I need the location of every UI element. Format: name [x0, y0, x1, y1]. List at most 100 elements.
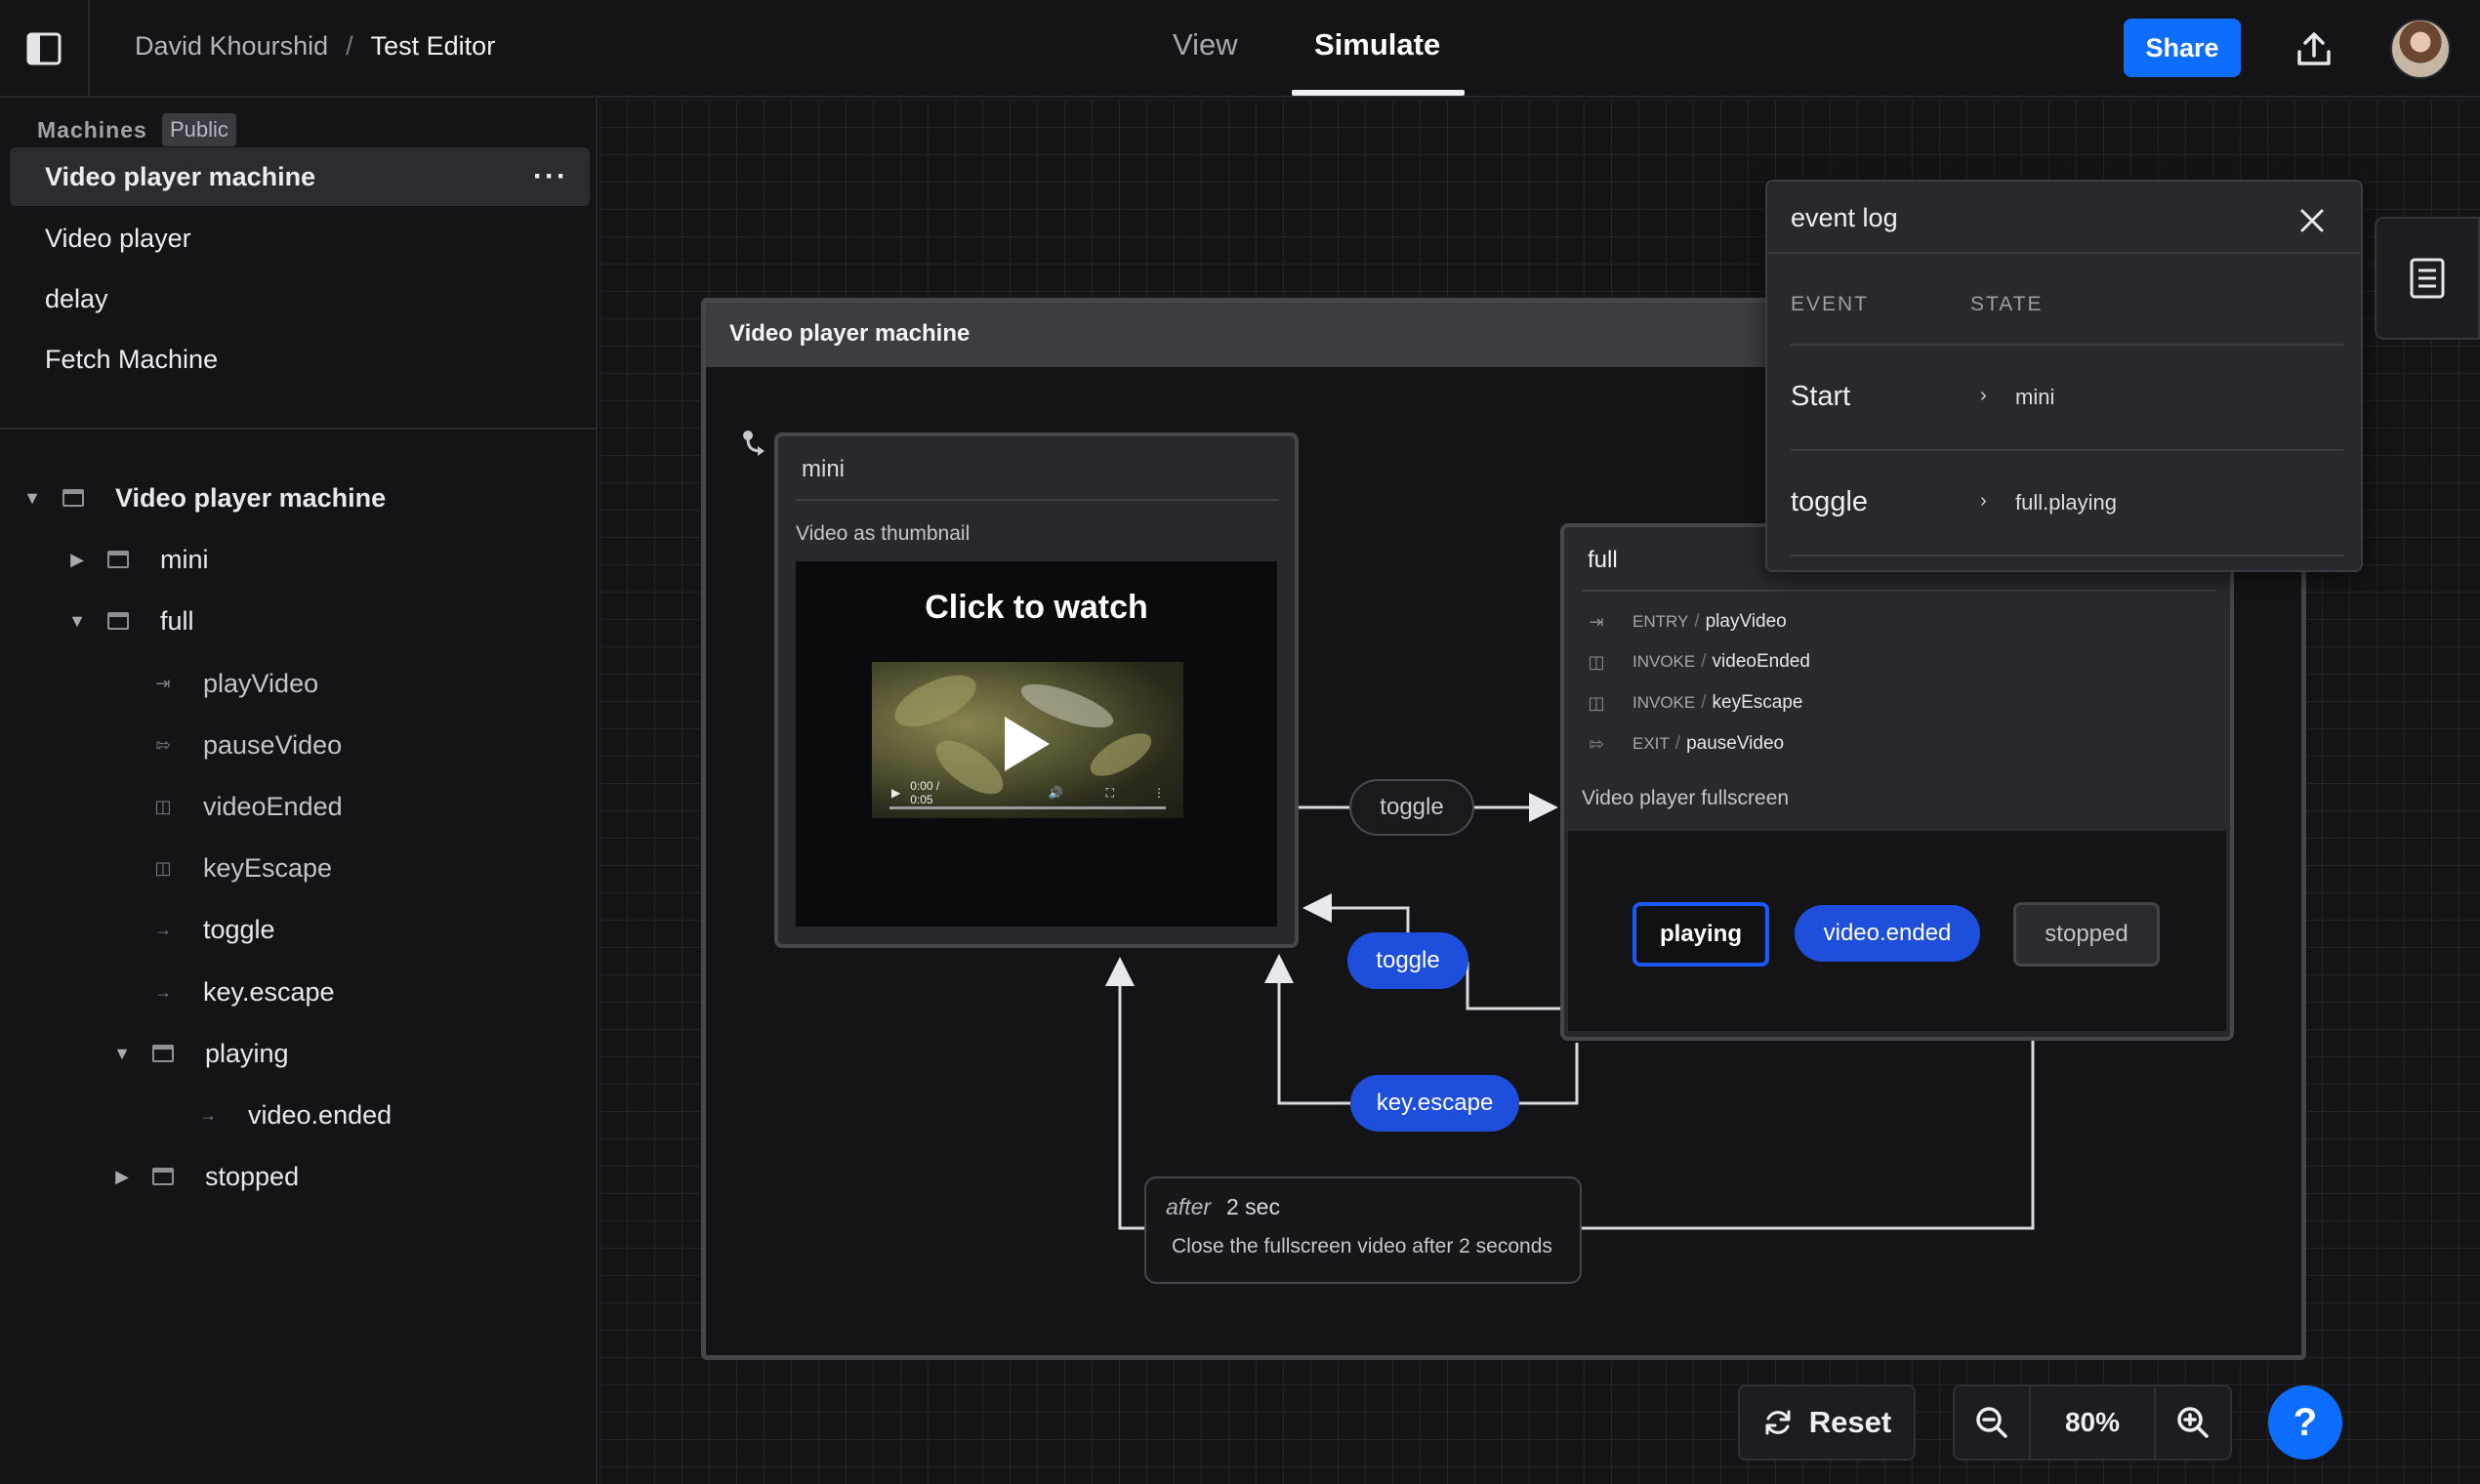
play-icon[interactable]	[1005, 717, 1050, 771]
chevron-down-icon[interactable]: ▼	[23, 487, 41, 508]
breadcrumb: David Khourshid / Test Editor	[135, 31, 495, 62]
card-divider	[1582, 590, 2216, 592]
top-bar: David Khourshid / Test Editor View Simul…	[0, 0, 2480, 98]
card-divider	[796, 499, 1279, 501]
invoke-icon: ◫	[1588, 693, 1605, 713]
tree-item-label: playing	[205, 1038, 289, 1068]
refresh-icon	[1765, 1410, 1791, 1435]
arrow-right-icon: →	[199, 1104, 217, 1125]
tree-item-label: videoEnded	[203, 791, 343, 821]
tree-item-root[interactable]: ▼ Video player machine	[23, 478, 386, 517]
tab-view[interactable]: View	[1173, 27, 1238, 62]
tree-item-playing[interactable]: ▼ playing	[113, 1034, 289, 1073]
state-mini[interactable]: mini Video as thumbnail Click to watch ▶…	[774, 433, 1299, 948]
video-preview: Click to watch ▶ 0:00 / 0:05 🔊 ⛶ ⋮	[796, 561, 1277, 927]
panel-divider	[1767, 252, 2361, 254]
tree-item-keyescape[interactable]: ◫ keyEscape	[154, 848, 332, 887]
action-separator: /	[1701, 651, 1707, 672]
share-button[interactable]: Share	[2124, 19, 2241, 77]
tree-item-full[interactable]: ▼ full	[68, 601, 193, 640]
chevron-right-icon[interactable]: ▶	[115, 1166, 129, 1186]
export-button[interactable]	[2291, 26, 2337, 73]
more-options-icon[interactable]: ···	[533, 160, 568, 192]
initial-state-icon	[743, 431, 765, 456]
action-entry: ⇥ ENTRY / playVideo	[1586, 607, 1787, 637]
machine-item-fetch-machine[interactable]: Fetch Machine	[10, 330, 590, 389]
tree-item-toggle[interactable]: → toggle	[154, 910, 275, 949]
tree-item-playvideo[interactable]: ⇥ playVideo	[154, 664, 318, 703]
machines-heading: Machines	[37, 117, 147, 143]
video-player[interactable]: ▶ 0:00 / 0:05 🔊 ⛶ ⋮	[872, 662, 1183, 818]
upload-icon	[2297, 32, 2331, 65]
state-stopped[interactable]: stopped	[2013, 902, 2160, 967]
zoom-out-button[interactable]	[1955, 1386, 2029, 1459]
breadcrumb-user[interactable]: David Khourshid	[135, 31, 329, 61]
tree-item-video-ended[interactable]: → video.ended	[199, 1095, 392, 1134]
row-divider	[1791, 555, 2343, 556]
sidebar-toggle-icon	[26, 32, 62, 65]
tree-item-label: mini	[160, 544, 209, 574]
tree-item-label: keyEscape	[203, 852, 333, 883]
sidebar: Machines Public Video player machine ···…	[0, 98, 598, 1484]
state-icon	[107, 612, 129, 630]
action-kind: EXIT	[1633, 734, 1670, 753]
delayed-transition[interactable]: after 2 sec Close the fullscreen video a…	[1144, 1176, 1582, 1284]
reset-button[interactable]: Reset	[1738, 1384, 1916, 1461]
chevron-right-icon[interactable]: ▶	[70, 549, 84, 569]
zoom-in-icon	[2177, 1407, 2209, 1438]
video-controls[interactable]: ▶ 0:00 / 0:05 🔊 ⛶ ⋮	[891, 779, 1165, 806]
state-title: mini	[802, 456, 846, 482]
action-name: playVideo	[1705, 611, 1787, 632]
log-event[interactable]: toggle	[1791, 486, 1869, 517]
log-event[interactable]: Start	[1791, 381, 1851, 412]
close-button[interactable]	[2293, 201, 2332, 240]
zoom-level[interactable]: 80%	[2029, 1386, 2156, 1459]
play-small-icon[interactable]: ▶	[891, 786, 901, 800]
tab-simulate[interactable]: Simulate	[1314, 27, 1441, 62]
tree-item-pausevideo[interactable]: ⇰ pauseVideo	[154, 725, 342, 764]
event-key-escape-button[interactable]: key.escape	[1350, 1075, 1519, 1132]
tree-item-label: video.ended	[248, 1099, 393, 1130]
machine-item-label: Video player machine	[45, 162, 316, 191]
tree-item-videoended[interactable]: ◫ videoEnded	[154, 787, 343, 826]
video-time: 0:00 / 0:05	[910, 779, 940, 806]
tree-item-stopped[interactable]: ▶ stopped	[113, 1157, 299, 1196]
log-state: full.playing	[2015, 490, 2117, 515]
chevron-down-icon[interactable]: ▼	[68, 610, 86, 631]
video-title: Click to watch	[925, 589, 1148, 626]
more-vertical-icon[interactable]: ⋮	[1153, 786, 1165, 800]
zoom-in-button[interactable]	[2156, 1386, 2230, 1459]
event-toggle-button[interactable]: toggle	[1347, 932, 1468, 989]
chevron-down-icon[interactable]: ▼	[113, 1043, 131, 1063]
action-name: keyEscape	[1712, 692, 1803, 713]
sidebar-divider	[0, 428, 598, 430]
machine-item-label: delay	[45, 284, 108, 313]
action-invoke: ◫ INVOKE / videoEnded	[1586, 647, 1809, 677]
tree-item-key-escape[interactable]: → key.escape	[154, 972, 335, 1011]
event-video-ended-button[interactable]: video.ended	[1795, 905, 1980, 962]
after-keyword: after	[1166, 1194, 1212, 1219]
help-button[interactable]: ?	[2268, 1385, 2342, 1460]
zoom-controls: 80%	[1953, 1384, 2232, 1461]
machine-item-video-player[interactable]: Video player	[10, 209, 590, 268]
arrow-right-icon: →	[154, 981, 172, 1002]
column-state: STATE	[1970, 293, 2044, 315]
breadcrumb-project[interactable]: Test Editor	[370, 31, 496, 61]
machine-item-delay[interactable]: delay	[10, 269, 590, 328]
fullscreen-icon[interactable]: ⛶	[1105, 785, 1114, 800]
sidebar-toggle-button[interactable]	[0, 0, 90, 98]
event-log-title: event log	[1791, 203, 1898, 232]
chevron-right-icon: ›	[1980, 385, 1987, 406]
after-delay-value: 2 sec	[1226, 1194, 1280, 1219]
event-toggle-inactive[interactable]: toggle	[1349, 779, 1474, 836]
toggle-panel-button[interactable]	[2375, 217, 2480, 340]
volume-icon[interactable]: 🔊	[1048, 786, 1063, 800]
tree-item-mini[interactable]: ▶ mini	[68, 540, 209, 579]
exit-icon: ⇰	[155, 734, 171, 755]
column-event: EVENT	[1791, 293, 1870, 315]
user-avatar[interactable]	[2390, 19, 2451, 79]
state-playing[interactable]: playing	[1633, 902, 1769, 967]
machine-item-video-player-machine[interactable]: Video player machine ···	[10, 147, 590, 206]
video-progress[interactable]	[889, 806, 1166, 809]
